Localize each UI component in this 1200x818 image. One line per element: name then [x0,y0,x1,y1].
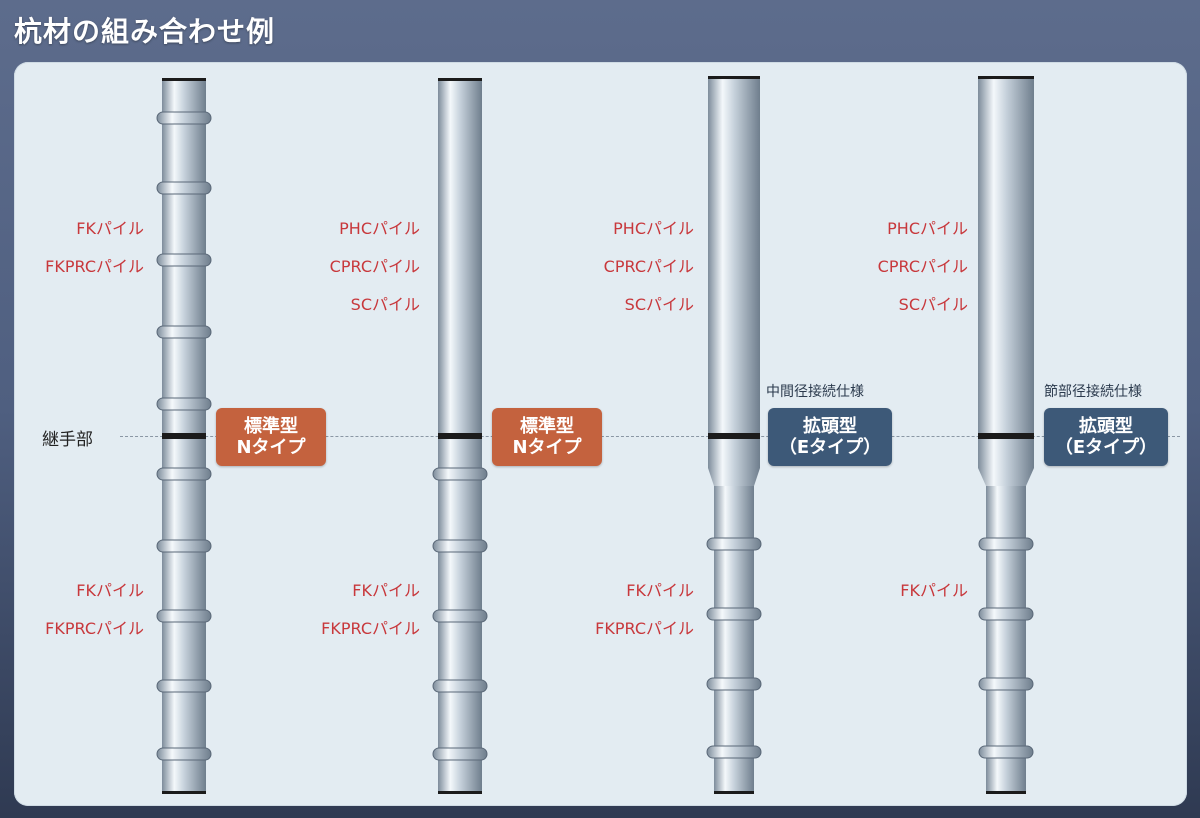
pile-2 [432,78,488,794]
pile-1-lower-label: FKPRCパイル [45,619,144,638]
badge-line: （Eタイプ） [1054,437,1158,458]
joint-line [120,436,1180,437]
type-badge-enlarged: 拡頭型 （Eタイプ） [1044,408,1168,466]
pile-4-upper-label: SCパイル [898,295,968,314]
type-badge-enlarged: 拡頭型 （Eタイプ） [768,408,892,466]
badge-line: Nタイプ [236,437,306,458]
pile-2-upper-label: PHCパイル [339,219,420,238]
badge-line: （Eタイプ） [778,437,882,458]
pile-1-lower-label: FKパイル [76,581,144,600]
pile-3-upper-label: CPRCパイル [603,257,694,276]
pile-2-upper-label: SCパイル [350,295,420,314]
pile-4-upper-label: PHCパイル [887,219,968,238]
pile-4-upper-label: CPRCパイル [877,257,968,276]
pile-1 [156,78,212,794]
page-title: 杭材の組み合わせ例 [14,15,276,48]
pile-2-lower-label: FKパイル [352,581,420,600]
badge-line: 拡頭型 [803,416,857,437]
pile-3 [706,76,762,794]
pile-4-lower-label: FKパイル [900,581,968,600]
pile-3-lower-label: FKPRCパイル [595,619,694,638]
pile-1-upper-label: FKパイル [76,219,144,238]
pile-1-upper-label: FKPRCパイル [45,257,144,276]
pile-2-lower-label: FKPRCパイル [321,619,420,638]
badge-line: 標準型 [520,416,574,437]
type-badge-standard: 標準型 Nタイプ [216,408,326,466]
pile-3-lower-label: FKパイル [626,581,694,600]
type-badge-standard: 標準型 Nタイプ [492,408,602,466]
badge-line: 標準型 [244,416,298,437]
pile-3-upper-label: SCパイル [624,295,694,314]
connection-note: 中間径接続仕様 [766,384,864,400]
pile-3-upper-label: PHCパイル [613,219,694,238]
pile-2-upper-label: CPRCパイル [329,257,420,276]
joint-label: 継手部 [42,430,93,450]
pile-4 [978,76,1034,794]
badge-line: 拡頭型 [1079,416,1133,437]
badge-line: Nタイプ [512,437,582,458]
connection-note: 節部径接続仕様 [1044,384,1142,400]
